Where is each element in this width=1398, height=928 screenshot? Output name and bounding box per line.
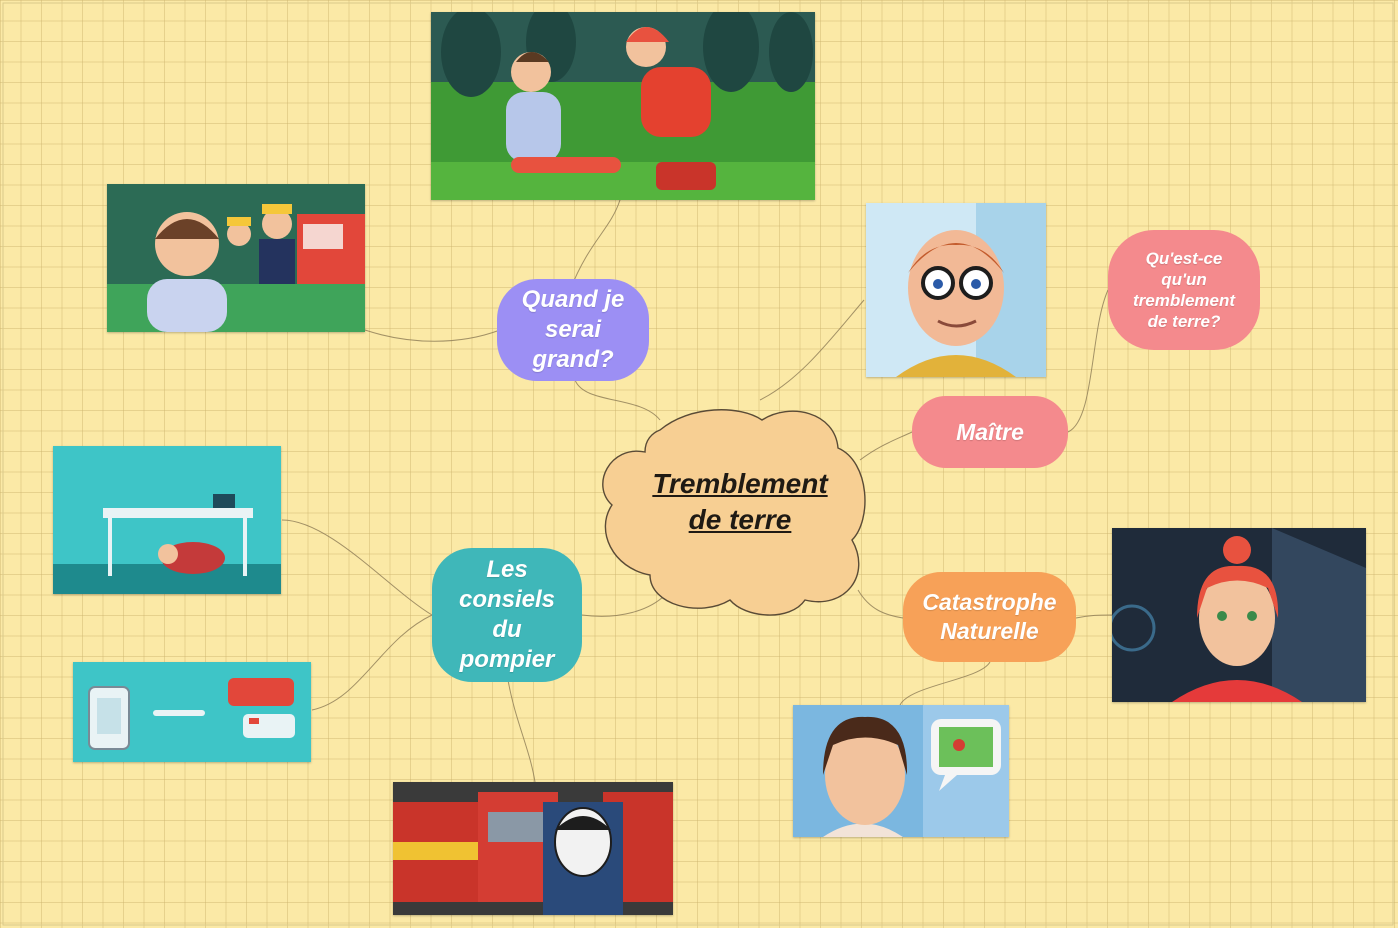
central-topic[interactable]: Tremblement de terre [630, 466, 850, 538]
node-quand-line1: Quand je [521, 286, 625, 313]
link-quand-center [574, 379, 661, 421]
node-catastrophe-line1: Catastrophe [922, 589, 1057, 616]
link-quand-boy [364, 329, 501, 342]
node-quand-line2: serai [544, 316, 602, 343]
link-quand-first-aid [569, 199, 621, 291]
node-question-line1: Qu'est-ce [1145, 248, 1223, 268]
hide-under-table-illustration[interactable] [53, 446, 281, 594]
firefighters-illustration[interactable] [107, 184, 365, 332]
node-question-line2: qu'un [1161, 269, 1207, 289]
teacher-avatar-illustration[interactable] [866, 203, 1046, 377]
link-consiels-phone [311, 614, 433, 711]
node-qu-est-ce-qu-un-tremblement[interactable]: Qu'est-ce qu'un tremblement de terre? [1108, 230, 1260, 350]
node-maitre[interactable]: Maître [912, 396, 1068, 468]
node-les-consiels-du-pompier[interactable]: Les consiels du pompier [432, 548, 582, 682]
node-quand-je-serai-grand[interactable]: Quand je serai grand? [497, 279, 649, 381]
node-consiels-line1: Les [486, 556, 528, 583]
node-consiels-line2: consiels [458, 586, 556, 613]
link-consiels-center [581, 594, 666, 617]
node-catastrophe-line2: Naturelle [940, 618, 1039, 644]
link-maitre-teacher [759, 299, 865, 401]
node-question-line3: tremblement [1132, 291, 1236, 310]
central-title-line1: Tremblement [652, 468, 828, 499]
node-consiels-line3: du [492, 616, 522, 643]
node-quand-line3: grand? [532, 346, 614, 373]
node-consiels-line4: pompier [459, 646, 555, 673]
node-question-line4: de terre? [1147, 312, 1221, 332]
node-catastrophe-naturelle[interactable]: Catastrophe Naturelle [903, 572, 1076, 662]
central-title-line2: de terre [688, 503, 792, 535]
link-consiels-table [281, 519, 433, 616]
first-aid-illustration[interactable] [431, 12, 815, 200]
link-center-catastrophe [857, 589, 904, 619]
link-consiels-trucks [507, 679, 536, 783]
link-center-maitre [859, 431, 913, 461]
emergency-call-illustration[interactable] [73, 662, 311, 762]
fire-station-illustration[interactable] [393, 782, 673, 915]
link-catastrophe-girl [899, 661, 991, 706]
news-presenter-illustration[interactable] [1112, 528, 1366, 702]
link-maitre-question [1067, 289, 1109, 433]
node-maitre-label: Maître [956, 418, 1024, 445]
girl-speech-bubble-illustration[interactable] [793, 705, 1009, 837]
link-catastrophe-presenter [1075, 614, 1113, 619]
